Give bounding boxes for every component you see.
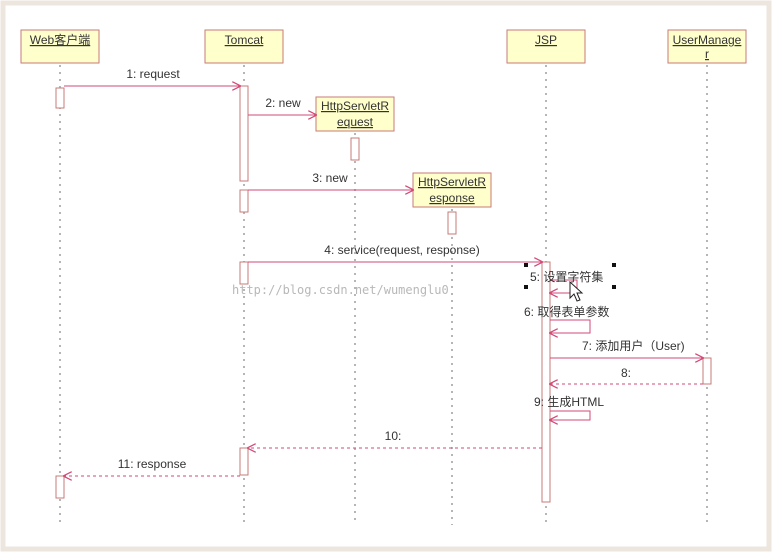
mouse-cursor-icon [569,280,584,302]
message-10-label: 10: [385,429,402,443]
watermark-text: http://blog.csdn.net/wumenglu0 [232,283,449,297]
object-jsp: JSP [506,29,586,64]
message-1-label: 1: request [126,67,180,81]
object-httpservletresponse: HttpServletR esponse [412,172,492,208]
messages [64,86,703,476]
object-jsp-label: JSP [535,33,557,47]
lifelines [59,65,708,525]
object-response-label-line-1: HttpServletR [418,175,486,189]
object-web-label: Web客户端 [30,32,90,47]
message-9-label: 9: 生成HTML [534,395,604,409]
object-usermanager: UserManage r [667,29,747,64]
activation-jsp [541,261,551,503]
message-11-label: 11: response [118,457,187,471]
activations [55,85,712,503]
message-7-label: 7: 添加用户（User) [582,338,685,353]
activation-usermanager [702,357,712,385]
object-web: Web客户端 [20,29,100,64]
activation-web-1 [55,87,65,109]
activation-request [350,137,360,161]
activation-tomcat-3 [239,261,249,285]
selection-handles[interactable] [524,263,616,289]
message-4-label: 4: service(request, response) [324,243,479,257]
message-5-arrow [550,279,578,293]
activation-tomcat-1 [239,85,249,182]
message-6-label: 6: 取得表单参数 [524,304,609,319]
activation-web-2 [55,475,65,499]
object-httpservletrequest: HttpServletR equest [315,96,395,132]
message-5-label: 5: 设置字符集 [530,269,603,284]
object-response-label-line-2: esponse [429,191,475,205]
object-request-label-line-1: HttpServletR [321,99,389,113]
message-3-label: 3: new [312,171,348,185]
object-request-label-line-2: equest [337,115,374,129]
activation-tomcat-4 [239,447,249,476]
object-tomcat: Tomcat [204,29,284,64]
message-9-arrow [550,410,591,420]
object-usermanager-label-line-1: UserManage [673,33,742,47]
message-8-label: 8: [621,366,631,380]
object-tomcat-label: Tomcat [225,33,264,47]
message-2-label: 2: new [265,96,301,110]
activation-tomcat-2 [239,189,249,213]
message-6-arrow [550,319,591,333]
message-labels: 1: request 2: new 3: new 4: service(requ… [118,67,685,471]
object-usermanager-label-line-2: r [705,47,709,61]
activation-response [447,211,457,235]
